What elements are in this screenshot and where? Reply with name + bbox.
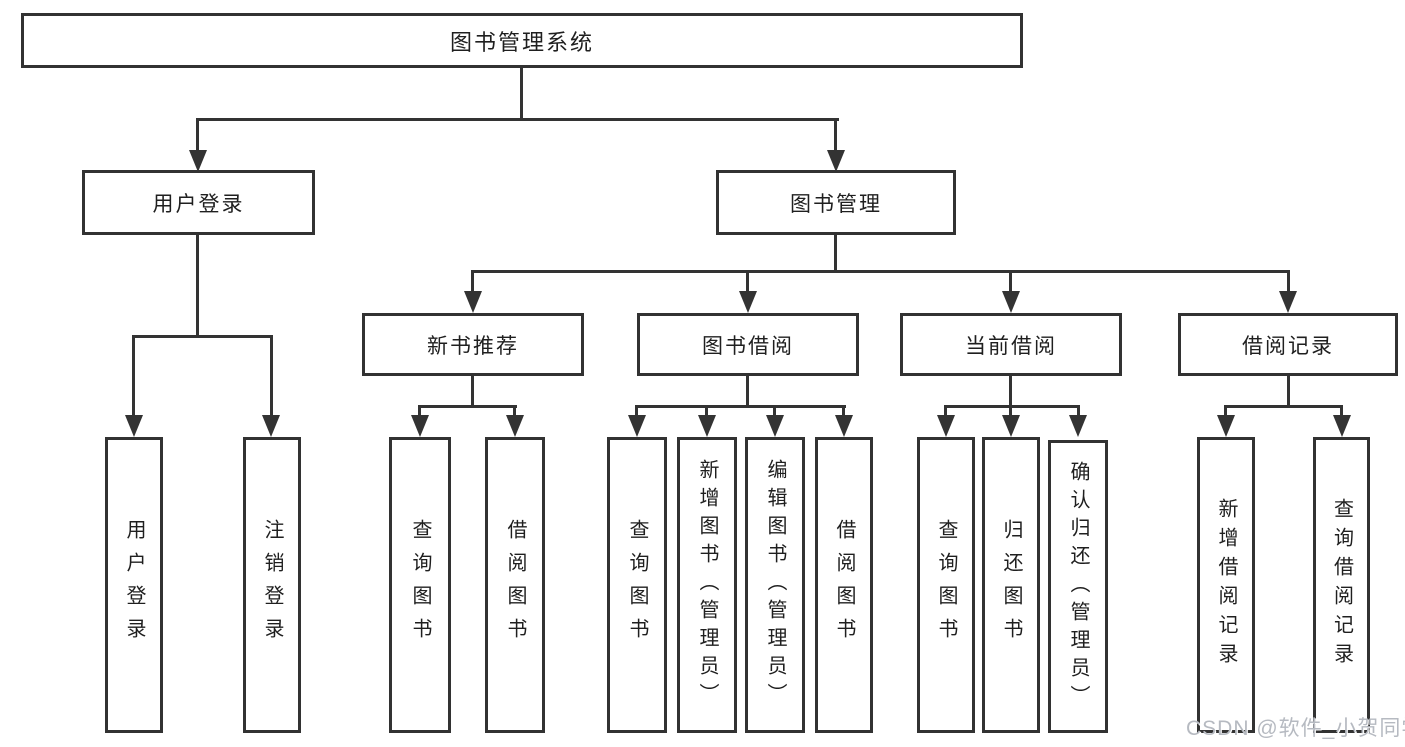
leaf-user-login: 用户登录 bbox=[105, 437, 163, 733]
arrowhead-down-icon bbox=[464, 291, 482, 313]
leaf-add-books-admin: 新增图书（管理员） bbox=[677, 437, 737, 733]
connector-arm bbox=[513, 405, 516, 419]
node-book-management: 图书管理 bbox=[716, 170, 956, 235]
leaf-label: 用户登录 bbox=[123, 519, 145, 651]
arrowhead-down-icon bbox=[1002, 291, 1020, 313]
connector-rail bbox=[636, 405, 846, 408]
leaf-label: 注销登录 bbox=[261, 519, 283, 651]
node-library-management-system: 图书管理系统 bbox=[21, 13, 1023, 68]
csdn-watermark: CSDN @软件_小贺同学 bbox=[1186, 717, 1405, 740]
connector-arm bbox=[1287, 270, 1290, 294]
leaf-confirm-return-admin: 确认归还（管理员） bbox=[1048, 440, 1108, 733]
arrowhead-down-icon bbox=[506, 415, 524, 437]
leaf-return-books: 归还图书 bbox=[982, 437, 1040, 733]
connector-arm bbox=[418, 405, 421, 419]
connector-rail bbox=[945, 405, 1080, 408]
leaf-edit-books-admin: 编辑图书（管理员） bbox=[745, 437, 805, 733]
connector-rail bbox=[1225, 405, 1343, 408]
node-label: 图书借阅 bbox=[702, 334, 794, 358]
leaf-add-borrow-record: 新增借阅记录 bbox=[1197, 437, 1255, 733]
arrowhead-down-icon bbox=[827, 150, 845, 172]
node-book-borrowing: 图书借阅 bbox=[637, 313, 859, 376]
leaf-borrow-books: 借阅图书 bbox=[815, 437, 873, 733]
connector-level2-rail bbox=[197, 118, 839, 121]
node-label: 图书管理 bbox=[790, 192, 882, 216]
connector-arm bbox=[1077, 405, 1080, 419]
connector-stem bbox=[471, 376, 474, 408]
leaf-label: 借阅图书 bbox=[833, 519, 855, 651]
leaf-label: 新增借阅记录 bbox=[1215, 498, 1237, 672]
node-user-login: 用户登录 bbox=[82, 170, 315, 235]
arrowhead-down-icon bbox=[937, 415, 955, 437]
leaf-label: 归还图书 bbox=[1000, 519, 1022, 651]
arrowhead-down-icon bbox=[125, 415, 143, 437]
leaf-query-borrow-record: 查询借阅记录 bbox=[1313, 437, 1370, 733]
connector-bookmgmt-stem bbox=[834, 235, 837, 273]
connector-arm bbox=[944, 405, 947, 419]
node-label: 用户登录 bbox=[152, 192, 245, 216]
connector-arm bbox=[1009, 405, 1012, 419]
leaf-label: 查询图书 bbox=[409, 519, 431, 651]
connector-arm bbox=[1009, 270, 1012, 294]
node-current-borrowing: 当前借阅 bbox=[900, 313, 1122, 376]
arrowhead-down-icon bbox=[739, 291, 757, 313]
node-borrowing-records: 借阅记录 bbox=[1178, 313, 1398, 376]
connector-userlogin-stem bbox=[196, 235, 199, 338]
connector-arm bbox=[196, 118, 199, 152]
connector-arm bbox=[834, 118, 837, 152]
node-label: 图书管理系统 bbox=[449, 29, 594, 55]
arrowhead-down-icon bbox=[189, 150, 207, 172]
arrowhead-down-icon bbox=[1069, 415, 1087, 437]
connector-arm bbox=[635, 405, 638, 419]
connector-stem bbox=[746, 376, 749, 408]
arrowhead-down-icon bbox=[1217, 415, 1235, 437]
arrowhead-down-icon bbox=[766, 415, 784, 437]
node-new-book-recommendation: 新书推荐 bbox=[362, 313, 584, 376]
connector-arm bbox=[773, 405, 776, 419]
leaf-logout: 注销登录 bbox=[243, 437, 301, 733]
node-label: 借阅记录 bbox=[1242, 334, 1334, 358]
connector-root-stem bbox=[520, 66, 523, 119]
arrowhead-down-icon bbox=[628, 415, 646, 437]
connector-level3-rail bbox=[472, 270, 1290, 273]
leaf-label: 新增图书（管理员） bbox=[696, 459, 718, 711]
connector-stem bbox=[1287, 376, 1290, 408]
connector-arm bbox=[1340, 405, 1343, 419]
leaf-borrow-books: 借阅图书 bbox=[485, 437, 545, 733]
connector-stem bbox=[1009, 376, 1012, 408]
connector-arm bbox=[132, 335, 135, 417]
arrowhead-down-icon bbox=[1333, 415, 1351, 437]
connector-arm bbox=[746, 270, 749, 294]
connector-arm bbox=[270, 335, 273, 417]
leaf-label: 查询图书 bbox=[626, 519, 648, 651]
leaf-label: 查询图书 bbox=[935, 519, 957, 651]
leaf-query-books: 查询图书 bbox=[607, 437, 667, 733]
connector-arm bbox=[471, 270, 474, 294]
node-label: 当前借阅 bbox=[965, 334, 1057, 358]
leaf-label: 借阅图书 bbox=[504, 519, 526, 651]
leaf-query-books: 查询图书 bbox=[389, 437, 451, 733]
arrowhead-down-icon bbox=[1002, 415, 1020, 437]
arrowhead-down-icon bbox=[262, 415, 280, 437]
leaf-label: 确认归还（管理员） bbox=[1067, 460, 1089, 713]
connector-rail bbox=[419, 405, 517, 408]
node-label: 新书推荐 bbox=[427, 334, 519, 358]
leaf-query-books: 查询图书 bbox=[917, 437, 975, 733]
connector-userlogin-rail bbox=[132, 335, 273, 338]
arrowhead-down-icon bbox=[1279, 291, 1297, 313]
arrowhead-down-icon bbox=[411, 415, 429, 437]
connector-arm bbox=[705, 405, 708, 419]
connector-arm bbox=[842, 405, 845, 419]
arrowhead-down-icon bbox=[698, 415, 716, 437]
connector-arm bbox=[1224, 405, 1227, 419]
leaf-label: 查询借阅记录 bbox=[1330, 498, 1353, 672]
arrowhead-down-icon bbox=[835, 415, 853, 437]
leaf-label: 编辑图书（管理员） bbox=[764, 459, 786, 711]
